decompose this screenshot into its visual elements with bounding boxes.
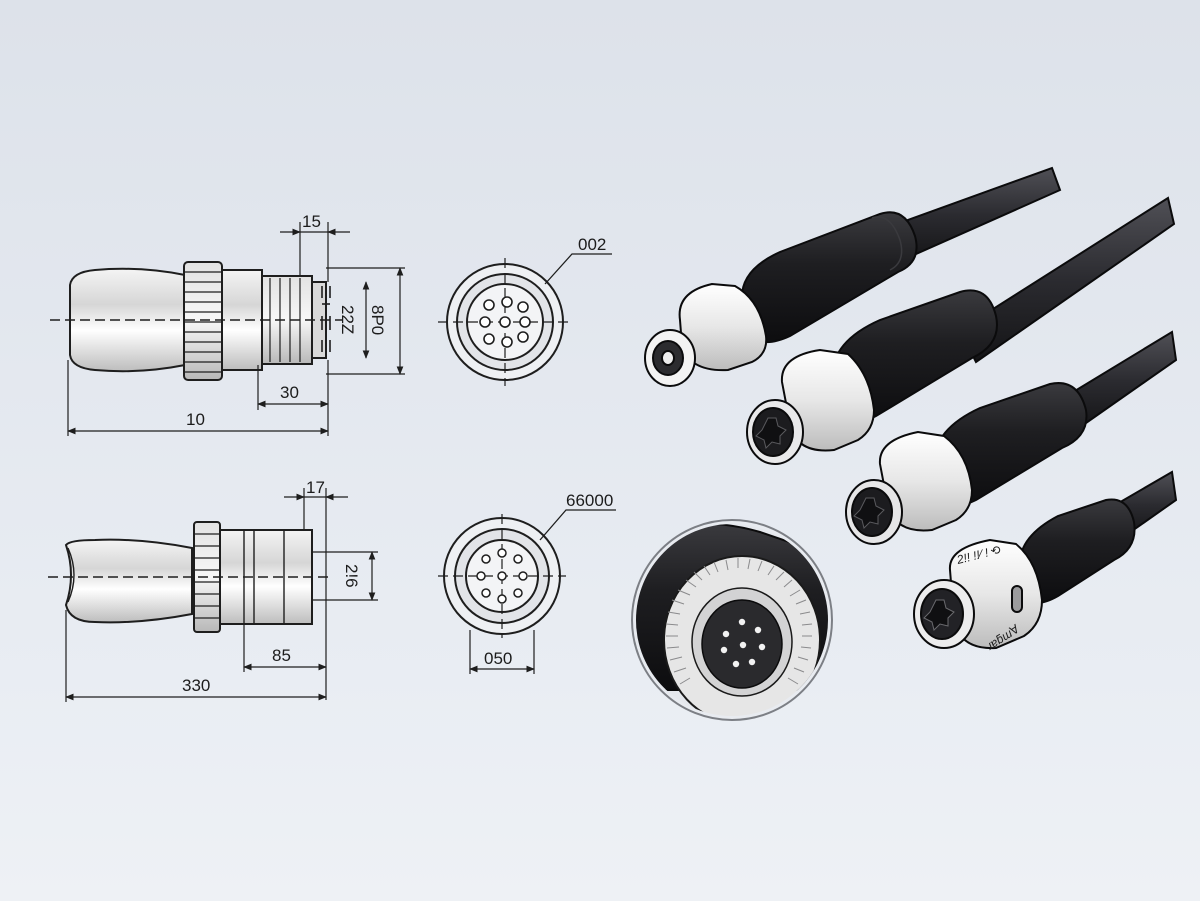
face-callout-2: 66000 [566, 491, 613, 510]
dim-top-width-2: 17 [306, 478, 325, 497]
cable-connector-2 [746, 196, 1176, 465]
face-width-2: 050 [484, 649, 512, 668]
dim-inner-dia-1: 22Z [338, 305, 357, 334]
pin-holes-1 [479, 296, 531, 348]
connector-body-2 [64, 538, 193, 624]
dim-outer-dia-1: 8P0 [368, 305, 387, 335]
dim-dia-2: 2!6 [342, 564, 361, 588]
knurl-lines-1 [184, 271, 222, 373]
technical-drawing-top [50, 222, 405, 436]
collar-1 [678, 282, 768, 372]
dim-top-width-1: 15 [302, 212, 321, 231]
dim-thread-len-1: 30 [280, 383, 299, 402]
face-callout-1: 002 [578, 235, 606, 254]
dim-total-len-2: 330 [182, 676, 210, 695]
collar-2 [780, 348, 876, 452]
technical-drawing-bottom [48, 488, 378, 702]
overmold-1 [740, 211, 918, 343]
dim-thread-len-2: 85 [272, 646, 291, 665]
sleeve-1 [221, 269, 263, 371]
cable-connector-4 [913, 470, 1178, 650]
face-view-top [438, 253, 612, 386]
dim-total-len-1: 10 [186, 410, 205, 429]
cable-connector-3 [845, 330, 1178, 545]
cable-connector-1 [644, 166, 1062, 387]
zoom-pins [720, 618, 766, 668]
face-view-bottom [438, 509, 616, 674]
pin-holes-2 [476, 548, 528, 604]
zoom-knurl [665, 558, 813, 685]
collar-3 [878, 430, 974, 532]
zoom-detail-circle [631, 519, 833, 721]
